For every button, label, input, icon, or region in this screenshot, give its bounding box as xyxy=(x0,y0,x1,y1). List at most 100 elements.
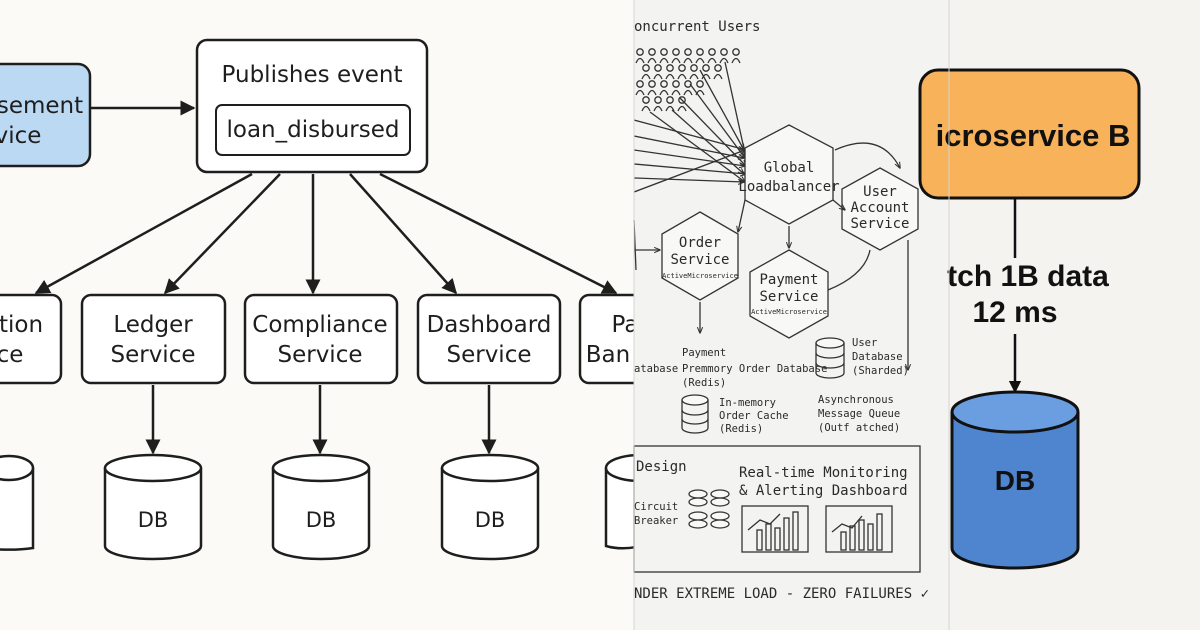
user-figure-icon xyxy=(677,64,687,80)
circuit-breaker-icon xyxy=(688,489,730,529)
request-arrow xyxy=(689,83,745,158)
user-account-service-node: User Account Service xyxy=(841,167,919,251)
left-db-label: atabase xyxy=(634,363,678,375)
circuit-line-2: Breaker xyxy=(634,515,678,527)
service-line-1: ation xyxy=(0,312,43,338)
user-request-arrows xyxy=(633,61,746,193)
user-figure-icon xyxy=(683,80,693,96)
event-name: loan_disbursed xyxy=(227,117,400,143)
lb-to-user-account-arrow-2 xyxy=(832,199,845,210)
service-line-2: Service xyxy=(446,342,531,368)
disbursement-service-node: sement vice xyxy=(0,62,92,168)
ua-line-2: Account xyxy=(850,200,909,216)
fetch-latency-panel: icroservice B tch 1B data 12 ms DB xyxy=(918,0,1200,630)
user-figure-icon xyxy=(641,64,651,80)
db-cylinder: DB xyxy=(103,453,203,561)
dashboard-service-node: Dashboard Service xyxy=(416,293,562,385)
fetch-latency-label: 12 ms xyxy=(972,296,1057,329)
queue-line-3: (Outf atched) xyxy=(818,422,900,434)
service-line-2: Service xyxy=(110,342,195,368)
user-figure-icon xyxy=(665,96,675,112)
user-figure-icon xyxy=(713,64,723,80)
user-figure-icon xyxy=(683,48,693,64)
db-cylinder: DB xyxy=(271,453,371,561)
request-arrow xyxy=(679,97,746,166)
service-label: icroservice B xyxy=(936,118,1131,153)
user-figure-icon xyxy=(701,64,711,80)
monitoring-line-2: & Alerting Dashboard xyxy=(739,483,908,499)
db-cylinder xyxy=(0,454,35,551)
footer-status: NDER EXTREME LOAD - ZERO FAILURES ✓ xyxy=(634,586,929,602)
order-cache-line-1: In-memory xyxy=(719,397,776,409)
user-figure-icon xyxy=(665,64,675,80)
request-arrow xyxy=(724,61,746,158)
user-figure-icon xyxy=(647,80,657,96)
payment-to-user-account-link xyxy=(827,249,871,291)
ua-line-3: Service xyxy=(850,216,909,232)
user-database-icon xyxy=(815,337,845,379)
service-line-2: Ban xyxy=(586,342,630,368)
notification-service-node: ation ce xyxy=(0,293,63,385)
user-db-line-3: (Sharded) xyxy=(852,365,909,377)
order-line-1: Order xyxy=(679,235,721,251)
user-crowd-icon xyxy=(635,48,741,112)
lb-line-2: Loadbalancer xyxy=(738,179,839,195)
user-figure-icon xyxy=(671,48,681,64)
db-cylinder: DB xyxy=(440,453,540,561)
ledger-service-node: Ledger Service xyxy=(80,293,227,385)
user-figure-icon xyxy=(659,80,669,96)
payment-db-line-1: Payment xyxy=(682,347,726,359)
payment-line-2: Service xyxy=(759,289,818,305)
user-db-line-1: User xyxy=(852,337,877,349)
order-service-node: Order Service ActiveMicroservice xyxy=(661,211,739,301)
user-figure-icon xyxy=(653,96,663,112)
user-figure-icon xyxy=(635,48,645,64)
circuit-line-1: Circuit xyxy=(634,501,678,513)
order-sub: ActiveMicroservice xyxy=(662,272,738,280)
lb-to-user-account-arrow xyxy=(834,142,900,168)
publish-event-node: Publishes event loan_disbursed xyxy=(195,38,429,174)
payment-service-node: Payment Service ActiveMicroservice xyxy=(749,249,829,339)
db-label: DB xyxy=(306,508,337,532)
global-loadbalancer-node: Global Loadbalancer xyxy=(738,124,840,225)
db-label: DB xyxy=(995,465,1035,496)
user-figure-icon xyxy=(641,96,651,112)
queue-line-1: Asynchronous xyxy=(818,394,894,406)
user-figure-icon xyxy=(719,48,729,64)
user-figure-icon xyxy=(671,80,681,96)
compliance-service-node: Compliance Service xyxy=(243,293,399,385)
request-arrow xyxy=(699,69,744,150)
monitoring-line-1: Real-time Monitoring xyxy=(739,465,908,481)
request-arrow xyxy=(649,111,745,182)
request-arrow xyxy=(633,177,744,182)
service-line-2: Service xyxy=(277,342,362,368)
order-line-2: Service xyxy=(670,252,729,268)
user-figure-icon xyxy=(731,48,741,64)
user-figure-icon xyxy=(707,48,717,64)
service-line-1: Dashboard xyxy=(427,312,552,338)
service-line-1: Compliance xyxy=(252,312,387,338)
order-cache-line-2: Order Cache xyxy=(719,410,789,422)
event-box-title: Publishes event xyxy=(222,62,403,88)
design-label: Design xyxy=(636,459,687,475)
user-figure-icon xyxy=(653,64,663,80)
payment-db-line-3: (Redis) xyxy=(682,377,726,389)
payment-line-1: Payment xyxy=(759,272,818,288)
monitoring-chart-icon xyxy=(741,505,809,553)
request-arrow xyxy=(633,135,744,158)
user-figure-icon xyxy=(677,96,687,112)
request-arrow xyxy=(633,163,746,174)
service-line-2: ce xyxy=(0,342,23,368)
source-line-1: sement xyxy=(0,93,83,119)
service-line-1: Ledger xyxy=(113,312,193,338)
source-line-2: vice xyxy=(0,123,41,149)
high-load-architecture-panel: oncurrent Users Global Loadbalancer User… xyxy=(633,0,949,630)
fanout-arrow xyxy=(34,172,253,295)
concurrent-users-heading: oncurrent Users xyxy=(634,19,760,35)
microservice-b-node: icroservice B xyxy=(918,68,1141,200)
fanout-arrow xyxy=(379,172,618,295)
lb-to-order-arrow xyxy=(738,199,746,232)
payment-db-line-2: Premmory Order Database xyxy=(682,363,827,375)
fanout-arrow xyxy=(349,173,457,295)
